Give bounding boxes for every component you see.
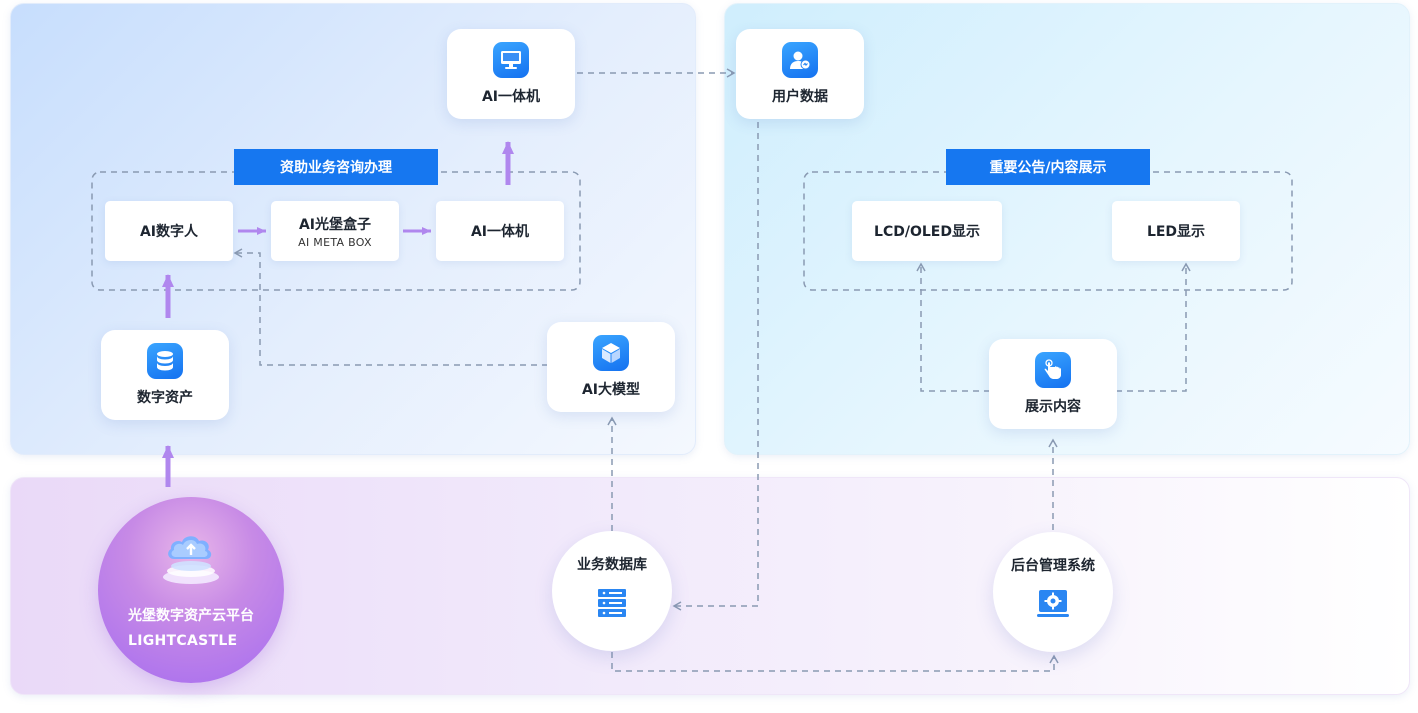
ai-kiosk-row-box[interactable]: AI一体机 [436, 201, 564, 261]
lcd-oled-box[interactable]: LCD/OLED显示 [852, 201, 1002, 261]
led-label: LED显示 [1146, 224, 1206, 240]
ai-model-label: AI大模型 [581, 382, 641, 398]
userdata-to-db-connector [672, 122, 759, 611]
business-db-label: 业务数据库 [577, 557, 647, 573]
cloud-platform-node[interactable]: 光堡数字资产云平台 LIGHTCASTLE [98, 497, 284, 683]
admin-system-label: 后台管理系统 [1011, 558, 1095, 574]
ai-kiosk-label: AI一体机 [481, 89, 541, 105]
ai-kiosk-card[interactable]: AI一体机 [447, 29, 575, 119]
ai-kiosk-row-label: AI一体机 [470, 224, 530, 240]
monitor-icon [493, 42, 529, 78]
lcd-oled-label: LCD/OLED显示 [874, 224, 980, 240]
cloud-platform-label: 光堡数字资产云平台 [128, 608, 254, 624]
ai-digital-human-box[interactable]: AI数字人 [105, 201, 233, 261]
display-to-lcd-connector [916, 262, 990, 392]
consult-group-title: 资助业务咨询办理 [234, 149, 438, 185]
ai-box-label: AI光堡盒子 [298, 216, 372, 233]
ai-digital-human-label: AI数字人 [139, 224, 199, 240]
display-to-led-connector [1116, 262, 1191, 392]
cloud-platform-sublabel: LIGHTCASTLE [128, 633, 238, 649]
ai-box-box[interactable]: AI光堡盒子 AI META BOX [271, 201, 399, 261]
digital-assets-label: 数字资产 [137, 390, 193, 406]
cube-icon [593, 335, 629, 371]
digital-assets-card[interactable]: 数字资产 [101, 330, 229, 420]
settings-window-icon [1037, 589, 1069, 623]
display-content-label: 展示内容 [1025, 399, 1081, 415]
user-chat-icon [782, 42, 818, 78]
database-icon [147, 343, 183, 379]
announce-group-title: 重要公告/内容展示 [946, 149, 1150, 185]
admin-system-node[interactable]: 后台管理系统 [993, 532, 1113, 652]
ai-model-card[interactable]: AI大模型 [547, 322, 675, 412]
display-content-card[interactable]: 展示内容 [989, 339, 1117, 429]
server-icon [597, 588, 627, 622]
led-box[interactable]: LED显示 [1112, 201, 1240, 261]
user-data-label: 用户数据 [772, 89, 828, 105]
db-to-admin-connector [611, 652, 1059, 672]
cloud-upload-icon [150, 519, 232, 593]
ai-box-sublabel: AI META BOX [298, 235, 372, 249]
hand-touch-icon [1035, 352, 1071, 388]
business-db-node[interactable]: 业务数据库 [552, 531, 672, 651]
model-to-digitalhuman-connector [233, 248, 548, 366]
user-data-card[interactable]: 用户数据 [736, 29, 864, 119]
